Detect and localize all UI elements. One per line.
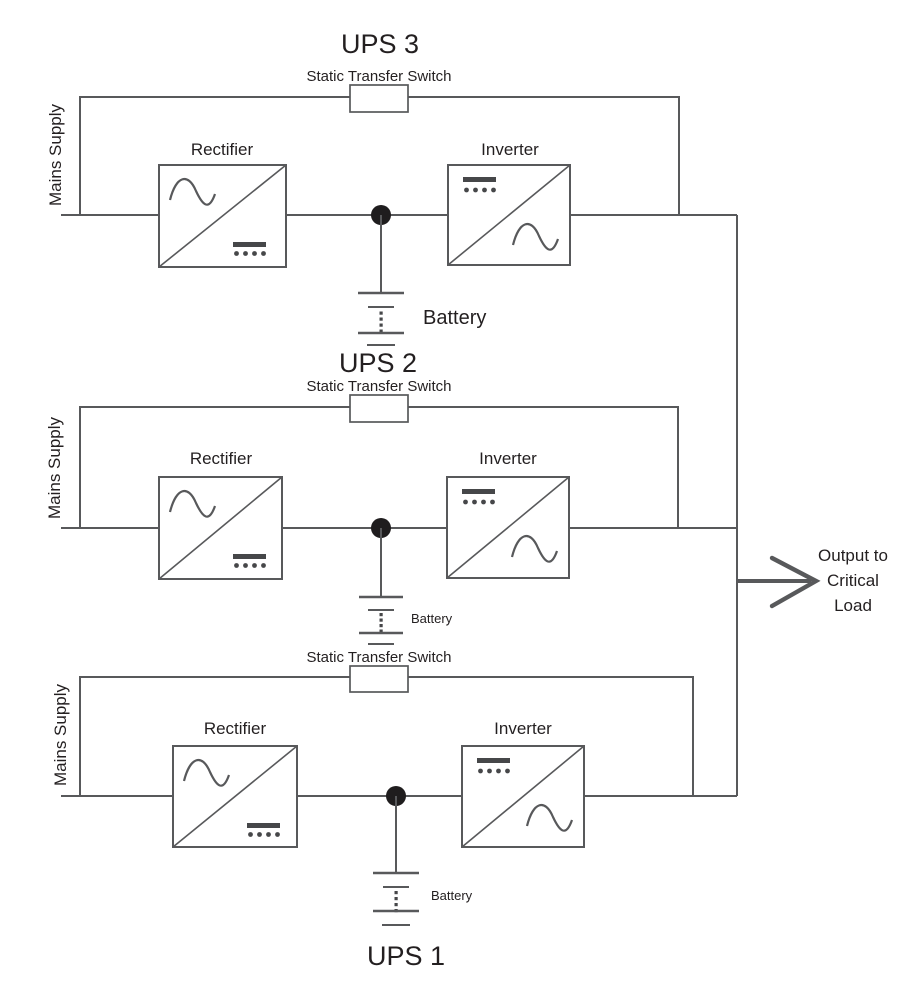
- output-arrow-icon: [769, 555, 821, 609]
- ups2-sts-wire-right: [408, 406, 679, 528]
- ups2-rectifier-ac-sine-icon: [168, 490, 217, 518]
- ups3-rectifier-box: [158, 164, 287, 268]
- ups1-rectifier-diagonal: [172, 745, 298, 848]
- ups1-rectifier-dc-icon: [247, 823, 280, 837]
- ups2-rectifier-label: Rectifier: [190, 449, 253, 468]
- ups1-sts-label: Static Transfer Switch: [306, 649, 451, 666]
- ups1-rectifier-box: [172, 745, 298, 848]
- ups1-sts-box: [349, 665, 409, 693]
- ups1-inverter-ac-sine-icon: [525, 804, 574, 832]
- output-label-line1: Output to: [818, 546, 888, 565]
- ups2-rectifier-box: [158, 476, 283, 580]
- ups1-title: UPS 1: [367, 941, 445, 971]
- ups2-unit: UPS 2 Static Transfer Switch Mains Suppl…: [45, 348, 737, 645]
- ups2-mains-supply-label: Mains Supply: [45, 416, 64, 519]
- ups3-inverter-dc-icon: [463, 177, 496, 193]
- ups1-inverter-diagonal: [461, 745, 585, 848]
- ups1-mains-supply-label: Mains Supply: [51, 683, 70, 786]
- ups3-sts-wire-right: [408, 96, 680, 215]
- ups3-rectifier-label: Rectifier: [191, 140, 254, 159]
- ups3-inverter-label: Inverter: [481, 140, 539, 159]
- ups3-rectifier-dc-icon: [233, 242, 266, 256]
- output-label-line3: Load: [834, 596, 872, 615]
- output-label-line2: Critical: [827, 571, 879, 590]
- ups3-sts-label: Static Transfer Switch: [306, 68, 451, 85]
- ups3-inverter-box: [447, 164, 571, 266]
- ups2-inverter-box: [446, 476, 570, 579]
- ups1-battery-label: Battery: [431, 888, 473, 903]
- ups3-unit: UPS 3 Static Transfer Switch Mains Suppl…: [46, 29, 737, 346]
- ups1-sts-wire-left: [79, 676, 350, 796]
- ups2-inverter-ac-sine-icon: [510, 535, 559, 563]
- ups2-sts-box: [349, 394, 409, 423]
- ups3-inverter-ac-sine-icon: [511, 223, 560, 251]
- ups3-sts-wire-left: [79, 96, 350, 215]
- ups1-inverter-dc-icon: [477, 758, 510, 774]
- ups3-battery-label: Battery: [423, 307, 486, 329]
- ups1-inverter-label: Inverter: [494, 719, 552, 738]
- ups2-sts-label: Static Transfer Switch: [306, 378, 451, 395]
- ups1-rectifier-ac-sine-icon: [182, 759, 231, 787]
- ups1-inverter-box: [461, 745, 585, 848]
- ups2-rectifier-dc-icon: [233, 554, 266, 568]
- ups2-sts-wire-left: [79, 406, 350, 528]
- ups1-sts-wire-right: [408, 676, 694, 796]
- ups3-battery-icon: [358, 291, 404, 346]
- ups3-rectifier-ac-sine-icon: [168, 178, 217, 206]
- ups2-inverter-diagonal: [446, 476, 570, 579]
- ups1-unit: Static Transfer Switch Mains Supply Rect…: [51, 649, 737, 971]
- ups3-rectifier-diagonal: [158, 164, 287, 268]
- ups2-battery-icon: [359, 595, 403, 645]
- ups2-battery-label: Battery: [411, 611, 453, 626]
- ups3-sts-box: [349, 84, 409, 113]
- ups2-rectifier-diagonal: [158, 476, 283, 580]
- ups1-battery-icon: [373, 871, 419, 926]
- ups3-mains-supply-label: Mains Supply: [46, 103, 65, 206]
- ups2-inverter-dc-icon: [462, 489, 495, 505]
- ups2-inverter-label: Inverter: [479, 449, 537, 468]
- ups1-rectifier-label: Rectifier: [204, 719, 267, 738]
- ups3-inverter-diagonal: [447, 164, 571, 266]
- ups3-title: UPS 3: [341, 29, 419, 59]
- ups2-title: UPS 2: [339, 348, 417, 378]
